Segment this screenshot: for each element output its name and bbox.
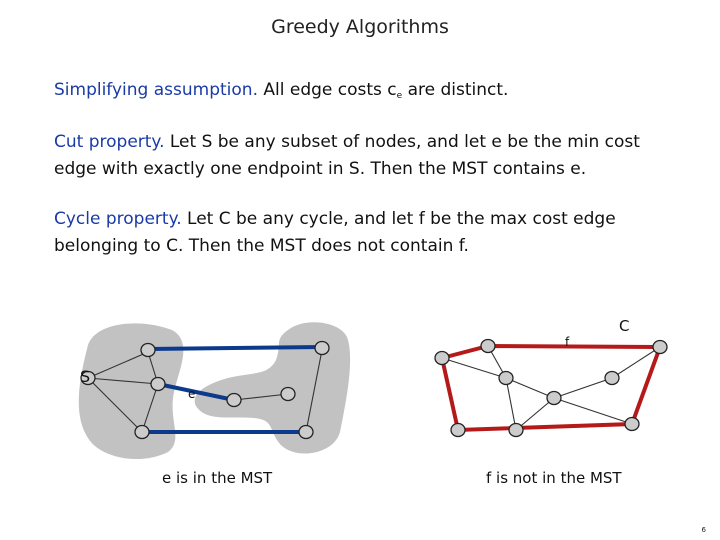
edge-cost-subscript: e — [396, 91, 403, 101]
set-s-region — [78, 323, 184, 460]
graph-node — [80, 370, 96, 386]
graph-node — [498, 370, 514, 386]
cycle-property-line1: Let C be any cycle, and let f be the max… — [187, 209, 616, 229]
simplifying-assumption: Simplifying assumption. All edge costs c… — [54, 77, 674, 110]
edge — [141, 383, 159, 433]
right-figure-caption: f is not in the MST — [486, 469, 622, 487]
edge — [611, 346, 661, 379]
graph-node — [480, 338, 496, 354]
edge — [305, 349, 323, 433]
graph-node — [314, 340, 330, 356]
cycle-figure: f C — [434, 317, 668, 438]
cut-property: Cut property. Let S be any subset of nod… — [54, 129, 674, 183]
mst-edge-e — [157, 382, 235, 402]
graph-node — [624, 416, 640, 432]
set-s-label: S — [80, 367, 90, 386]
edge — [553, 377, 613, 399]
edge — [87, 377, 159, 385]
edge-f-label: f — [565, 335, 570, 349]
cut-property-line1: Let S be any subset of nodes, and let e … — [169, 132, 640, 152]
graph-node — [652, 339, 668, 355]
edge — [441, 357, 507, 379]
edge — [553, 397, 633, 425]
graph-node — [508, 422, 524, 438]
simplifying-label: Simplifying assumption. — [54, 80, 258, 100]
cycle-c-label: C — [619, 317, 629, 335]
graph-node — [226, 392, 242, 408]
graph-node — [280, 386, 296, 402]
graph-node — [546, 390, 562, 406]
graph-node — [150, 376, 166, 392]
simplifying-text-end: are distinct. — [402, 80, 509, 100]
edge — [87, 351, 149, 379]
slide-title: Greedy Algorithms — [271, 16, 449, 38]
edge — [505, 377, 555, 399]
graph-node — [298, 424, 314, 440]
cycle-property-line2: belonging to C. Then the MST does not co… — [54, 236, 469, 256]
cycle-property: Cycle property. Let C be any cycle, and … — [54, 206, 674, 260]
edge-e-label: e — [188, 387, 195, 401]
simplifying-text: All edge costs c — [263, 80, 397, 100]
edge — [505, 377, 517, 431]
cut-property-label: Cut property. — [54, 132, 165, 152]
cycle-property-label: Cycle property. — [54, 209, 182, 229]
graph-node — [450, 422, 466, 438]
graph-node — [140, 342, 156, 358]
page-number: 6 — [701, 526, 706, 534]
mst-edge — [147, 345, 323, 351]
cut-figure: S e — [78, 322, 351, 460]
graph-node — [604, 370, 620, 386]
left-figure-caption: e is in the MST — [162, 469, 273, 487]
graph-node — [134, 424, 150, 440]
cycle-c — [439, 343, 663, 433]
edge — [515, 397, 555, 431]
graph-node — [434, 350, 450, 366]
edge — [233, 393, 289, 401]
complement-region — [194, 322, 351, 454]
edge — [87, 377, 143, 433]
cut-property-line2: edge with exactly one endpoint in S. The… — [54, 159, 587, 179]
